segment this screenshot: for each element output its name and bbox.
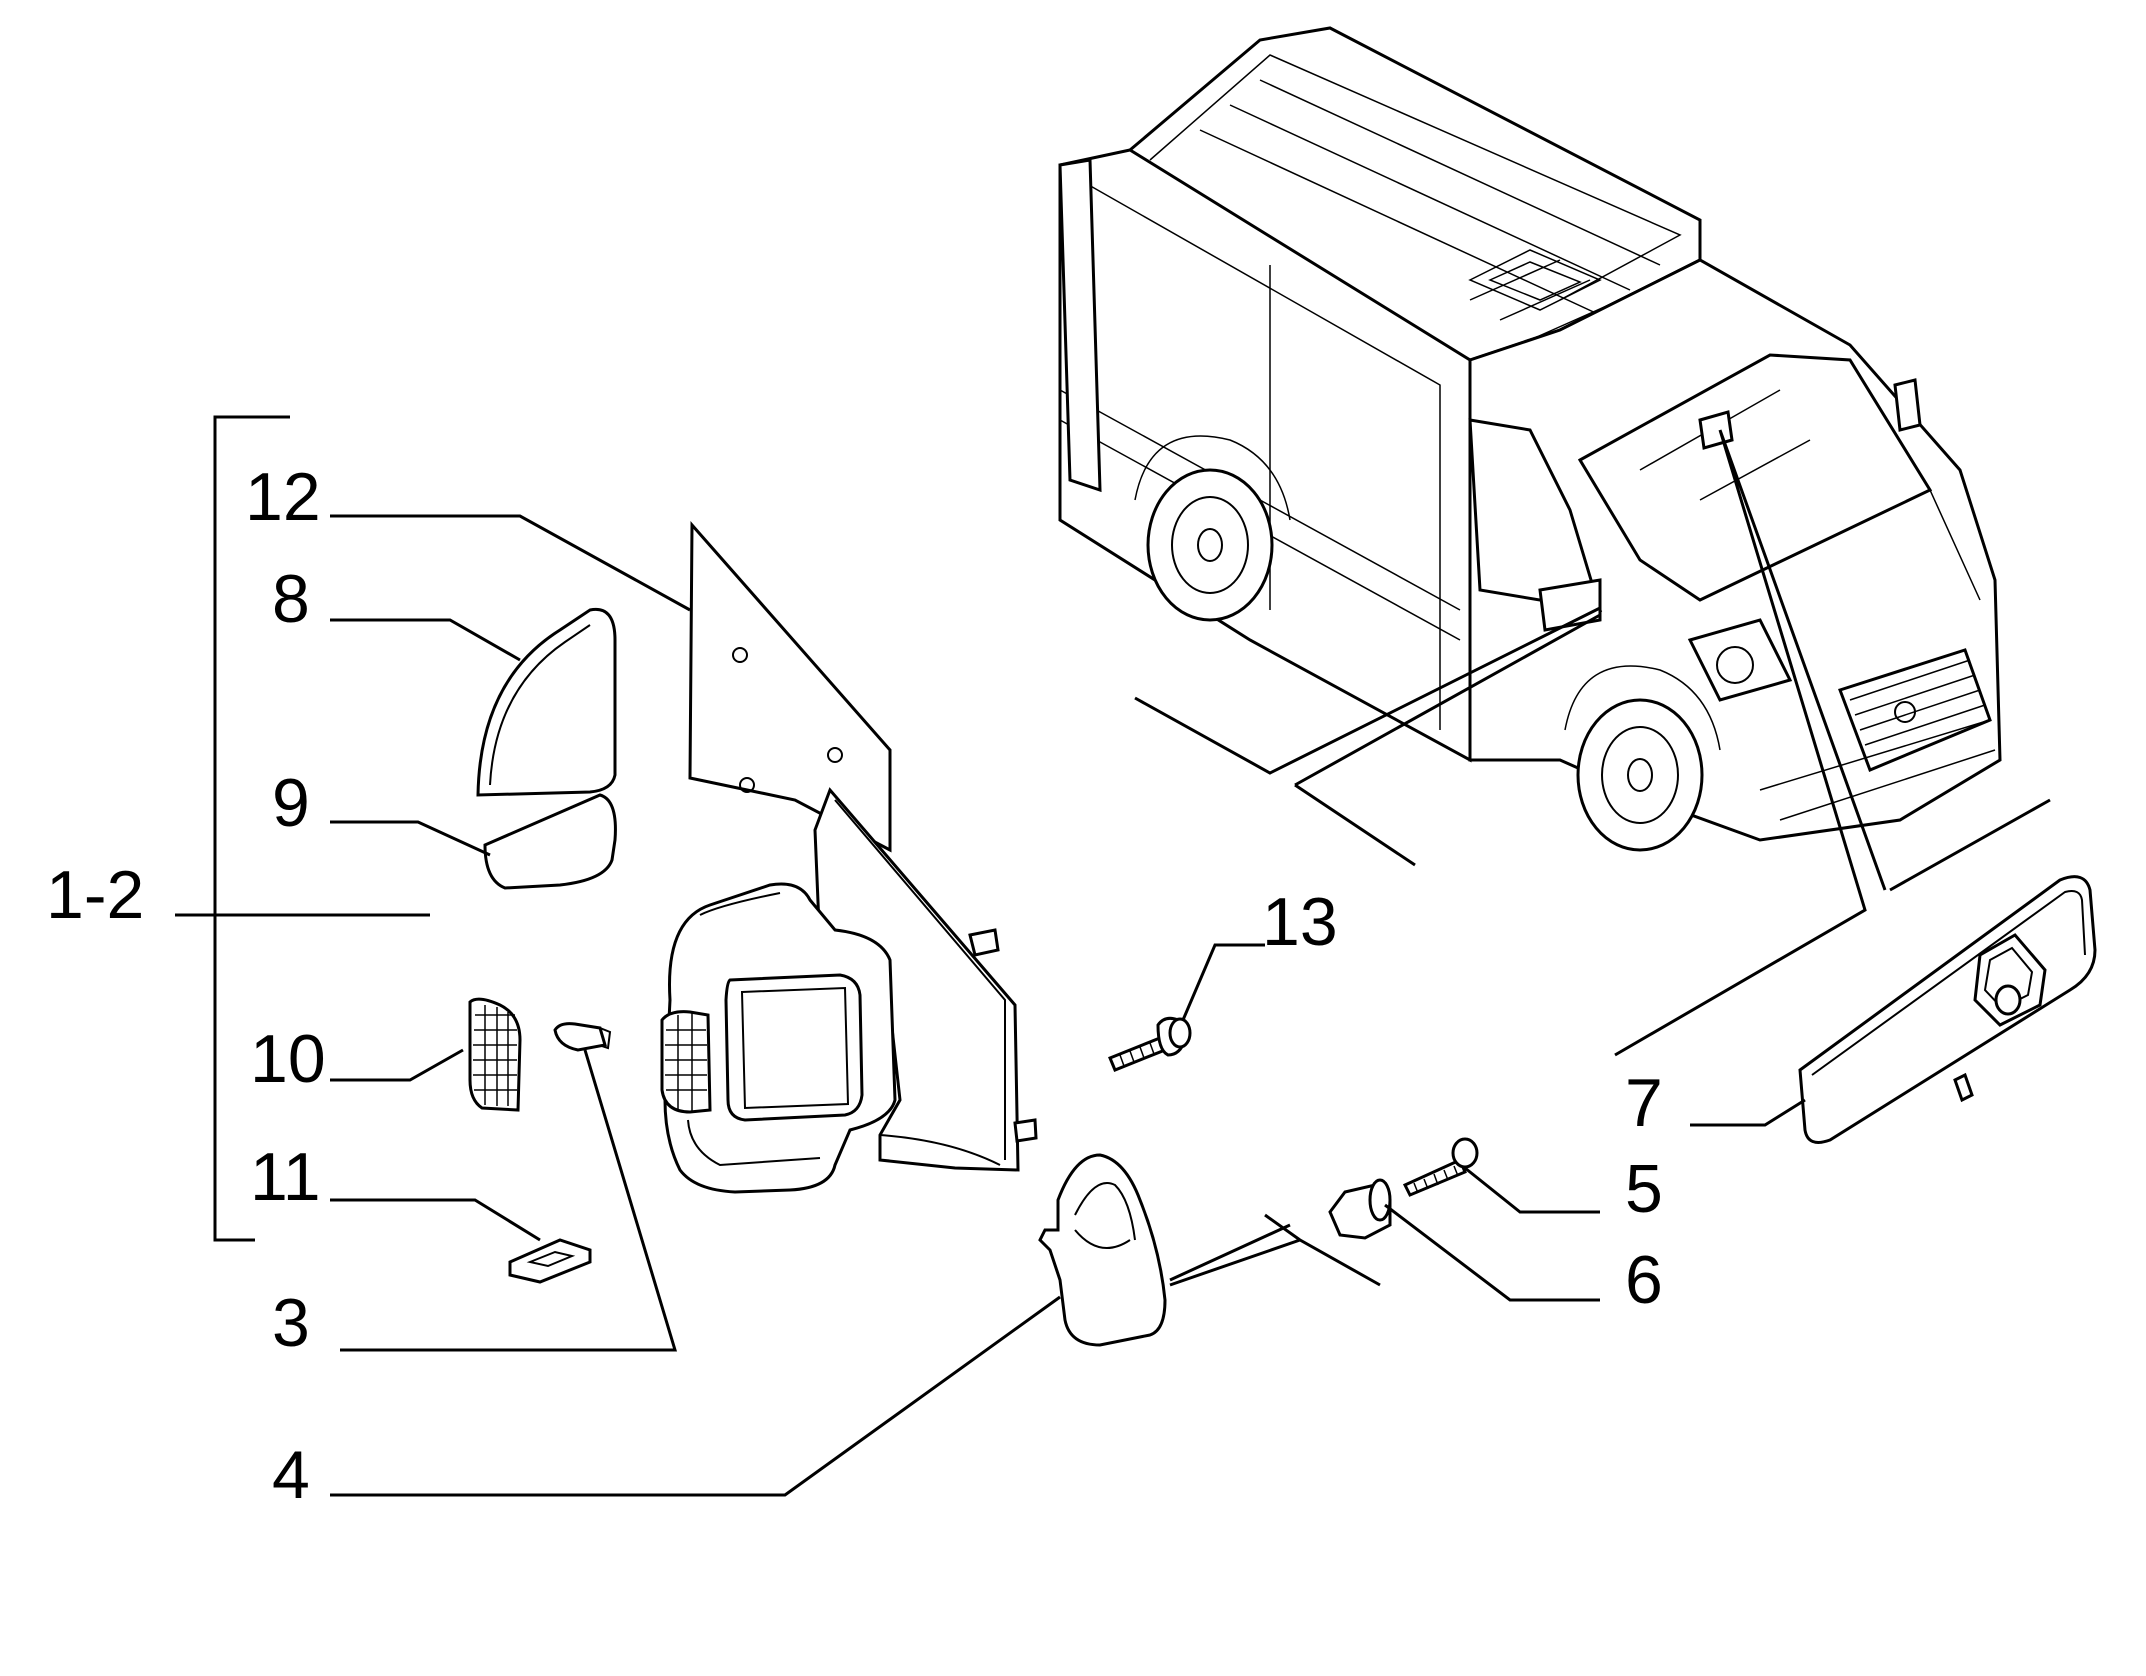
part-11-block: 11 bbox=[250, 1139, 592, 1284]
label-9: 9 bbox=[272, 765, 310, 841]
bracket-1-2: 1-2 bbox=[46, 415, 430, 1242]
label-11: 11 bbox=[250, 1139, 321, 1215]
part-7-interior-mirror: 7 bbox=[1625, 875, 2097, 1144]
van-illustration bbox=[1058, 26, 2002, 852]
label-4: 4 bbox=[272, 1437, 310, 1513]
part-13-bolt: 13 bbox=[1108, 884, 1338, 1072]
label-3: 3 bbox=[272, 1285, 310, 1361]
part-9-lower-mirror-glass: 9 bbox=[272, 765, 617, 890]
label-7: 7 bbox=[1625, 1065, 1663, 1141]
part-6-clip: 6 bbox=[1328, 1178, 1663, 1318]
label-6: 6 bbox=[1625, 1242, 1663, 1318]
label-13: 13 bbox=[1262, 884, 1338, 960]
van-callout-lines bbox=[1134, 429, 2051, 1057]
part-4-cover: 4 bbox=[272, 1153, 1381, 1513]
label-8: 8 bbox=[272, 561, 310, 637]
part-12-mounting-plate: 12 bbox=[245, 459, 892, 853]
part-10-indicator-lens: 10 bbox=[250, 997, 522, 1112]
mirror-assembly bbox=[660, 787, 1038, 1194]
part-3-bulb: 3 bbox=[272, 1022, 678, 1361]
label-10: 10 bbox=[250, 1021, 326, 1097]
part-8-upper-mirror-glass: 8 bbox=[272, 561, 617, 797]
label-5: 5 bbox=[1625, 1151, 1663, 1227]
label-1-2: 1-2 bbox=[46, 857, 144, 933]
label-12: 12 bbox=[245, 459, 321, 535]
part-5-screw: 5 bbox=[1402, 1137, 1663, 1227]
